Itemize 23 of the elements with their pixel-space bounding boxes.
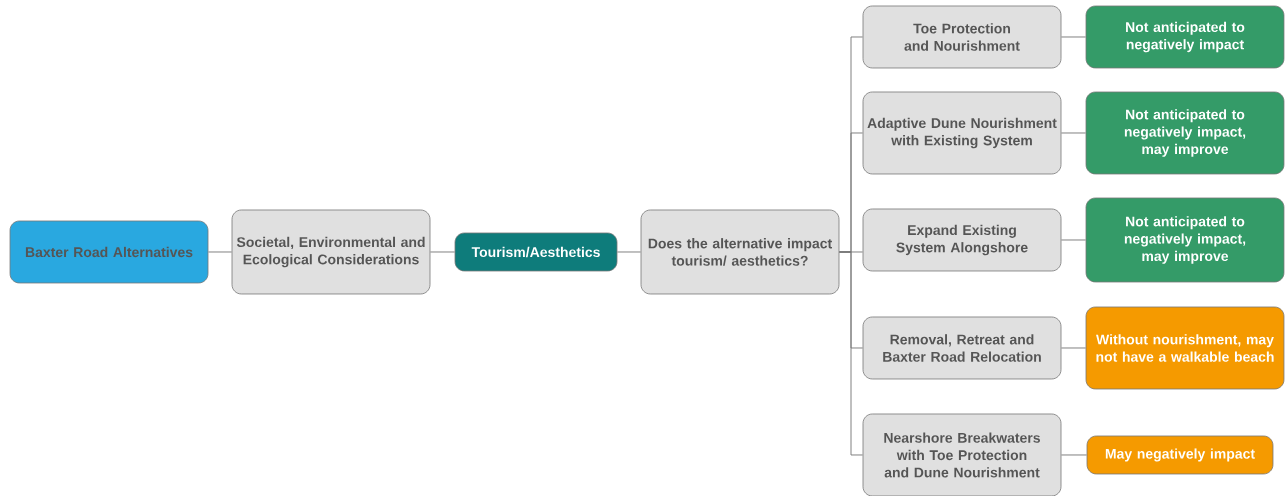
result-box: Not anticipated to negatively impact [1085,5,1285,69]
topic-box: Removal, Retreat and Baxter Road Relocation [862,316,1062,380]
connector-line [207,251,233,253]
topic-box: Societal, Environmental and Ecological Considerations [231,209,431,295]
result-box: May negatively impact [1086,435,1274,475]
topic-box: Does the alternative impact tourism/ aesthetics? [640,209,840,295]
result-box: Not anticipated to negatively impact, may improve [1085,91,1285,175]
connector-line [616,251,642,253]
connector-line [1060,454,1088,456]
connector-line [1060,132,1087,134]
result-box: Not anticipated to negatively impact, may improve [1085,197,1285,283]
result-box: Without nourishment, may not have a walkable beach [1085,306,1285,390]
topic-box: Adaptive Dune Nourishment with Existing System [862,91,1062,175]
connector-line [1060,347,1087,349]
topic-box: Nearshore Breakwaters with Toe Protection and Dune Nourishment [862,413,1062,496]
root-box: Baxter Road Alternatives [9,220,209,284]
theme-box: Tourism/Aesthetics [454,232,618,272]
topic-box: Toe Protection and Nourishment [862,5,1062,69]
connector-line [429,251,456,253]
connector-line [1060,36,1087,38]
connector-line [838,251,864,456]
topic-box: Expand Existing System Alongshore [862,208,1062,272]
connector-line [1060,239,1087,241]
